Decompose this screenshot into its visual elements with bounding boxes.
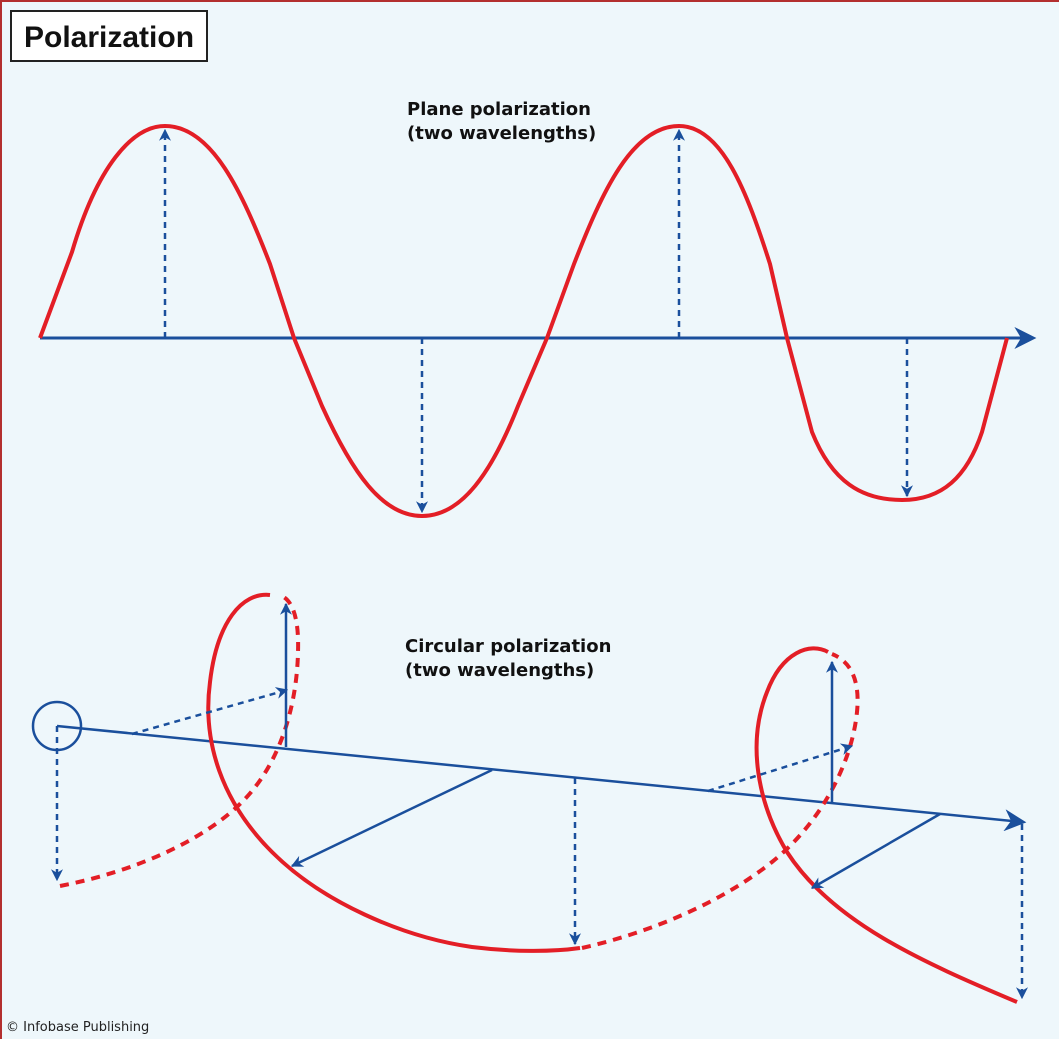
plane-polarization-label: Plane polarization (two wavelengths) <box>407 98 596 146</box>
helix-front-segment <box>757 648 1017 1002</box>
circular-label-line2: (two wavelengths) <box>405 659 611 683</box>
circular-label-line1: Circular polarization <box>405 635 611 659</box>
plane-label-line1: Plane polarization <box>407 98 596 122</box>
circular-field-vector <box>708 746 852 791</box>
plane-wave-curve <box>40 126 1007 516</box>
plane-label-line2: (two wavelengths) <box>407 122 596 146</box>
copyright-credit: © Infobase Publishing <box>6 1020 149 1035</box>
circular-polarization-label: Circular polarization (two wavelengths) <box>405 635 611 683</box>
plane-polarization-group <box>40 126 1032 516</box>
circular-field-vector <box>292 770 492 866</box>
circular-propagation-axis <box>57 726 1022 822</box>
circular-field-vector <box>812 814 940 888</box>
